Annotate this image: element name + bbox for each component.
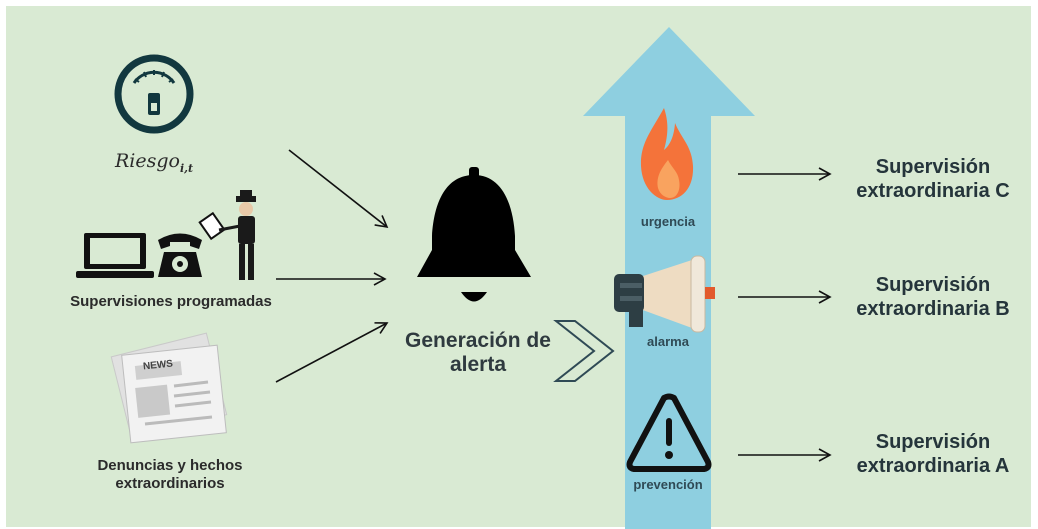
supervision-a-line2: extraordinaria A [856,455,1010,477]
alarm-label: alarma [647,334,689,349]
prevention-label: prevención [633,477,703,492]
flame-icon [640,108,694,200]
arrow-complaints-to-alert [275,322,389,383]
telephone-icon [158,233,202,277]
laptop-icon [76,233,154,278]
warning-icon [626,393,712,472]
inspector-icon [198,190,256,280]
urgency-label: urgencia [640,214,696,229]
supervision-c-line2: extraordinaria C [856,180,1010,202]
supervision-b-line2: extraordinaria B [856,298,1010,320]
supervision-b-line1: Supervisión [875,274,991,296]
supervision-a-label: Supervisión extraordinaria A [828,430,1038,478]
risk-label-main: Riesgo [114,150,180,172]
alert-generation-line1: Generación de [405,329,551,352]
complaints-label-line2: extraordinarios [115,475,225,492]
alert-generation-line2: alerta [449,353,507,376]
risk-label: Riesgoi,t [94,150,214,175]
alert-generation-label: Generación de alerta [388,329,568,377]
risk-gauge-icon [114,54,194,134]
supervision-a-line1: Supervisión [875,431,991,453]
scheduled-supervisions-label: Supervisiones programadas [70,293,272,310]
chevron-right-icon [553,320,615,382]
complaints-label-line1: Denuncias y hechos [97,457,243,474]
complaints-label: Denuncias y hechos extraordinarios [70,457,270,493]
risk-label-subscript: i,t [179,161,194,175]
megaphone-icon [614,255,715,333]
newspaper-icon [110,332,228,444]
bell-icon [417,167,531,302]
supervision-c-label: Supervisión extraordinaria C [828,155,1038,203]
supervision-b-label: Supervisión extraordinaria B [828,273,1038,321]
arrow-risk-to-alert [288,149,389,229]
supervision-c-line1: Supervisión [875,156,991,178]
